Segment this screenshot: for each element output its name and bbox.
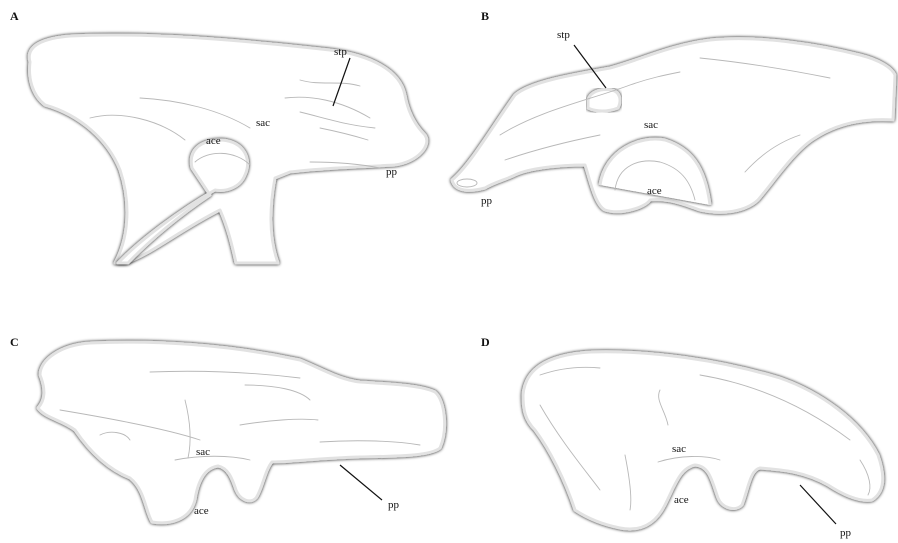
panel-d-pp-label: pp: [840, 527, 852, 539]
panel-a-stp-label: stp: [334, 46, 347, 58]
panel-b-sac-label: sac: [644, 119, 658, 131]
panel-b-stp-label: stp: [557, 29, 570, 41]
panel-a: A stp sac ace pp: [10, 9, 427, 263]
panel-a-ace-label: ace: [206, 135, 221, 147]
panel-a-pp-label: pp: [386, 166, 398, 178]
panel-c-bone-outline: [38, 342, 445, 523]
panel-d-pp-leader: [800, 485, 836, 524]
panel-b-pp-label: pp: [481, 195, 493, 207]
panel-d: D sac ace pp: [481, 335, 883, 539]
panel-b: B stp sac ace pp: [452, 9, 895, 212]
panel-c-sac-label: sac: [196, 446, 210, 458]
panel-b-stp-process: [588, 89, 620, 111]
panel-c-pp-leader: [340, 465, 382, 500]
panel-c-pp-label: pp: [388, 499, 400, 511]
panel-c: C sac ace pp: [10, 335, 445, 523]
panel-b-ace-label: ace: [647, 185, 662, 197]
panel-c-letter: C: [10, 335, 19, 349]
panel-b-letter: B: [481, 9, 489, 23]
panel-a-sac-label: sac: [256, 117, 270, 129]
panel-d-bone-outline: [523, 352, 883, 529]
panel-d-ace-label: ace: [674, 494, 689, 506]
panel-d-letter: D: [481, 335, 490, 349]
panel-d-sac-label: sac: [672, 443, 686, 455]
panel-c-ace-label: ace: [194, 505, 209, 517]
panel-a-letter: A: [10, 9, 19, 23]
